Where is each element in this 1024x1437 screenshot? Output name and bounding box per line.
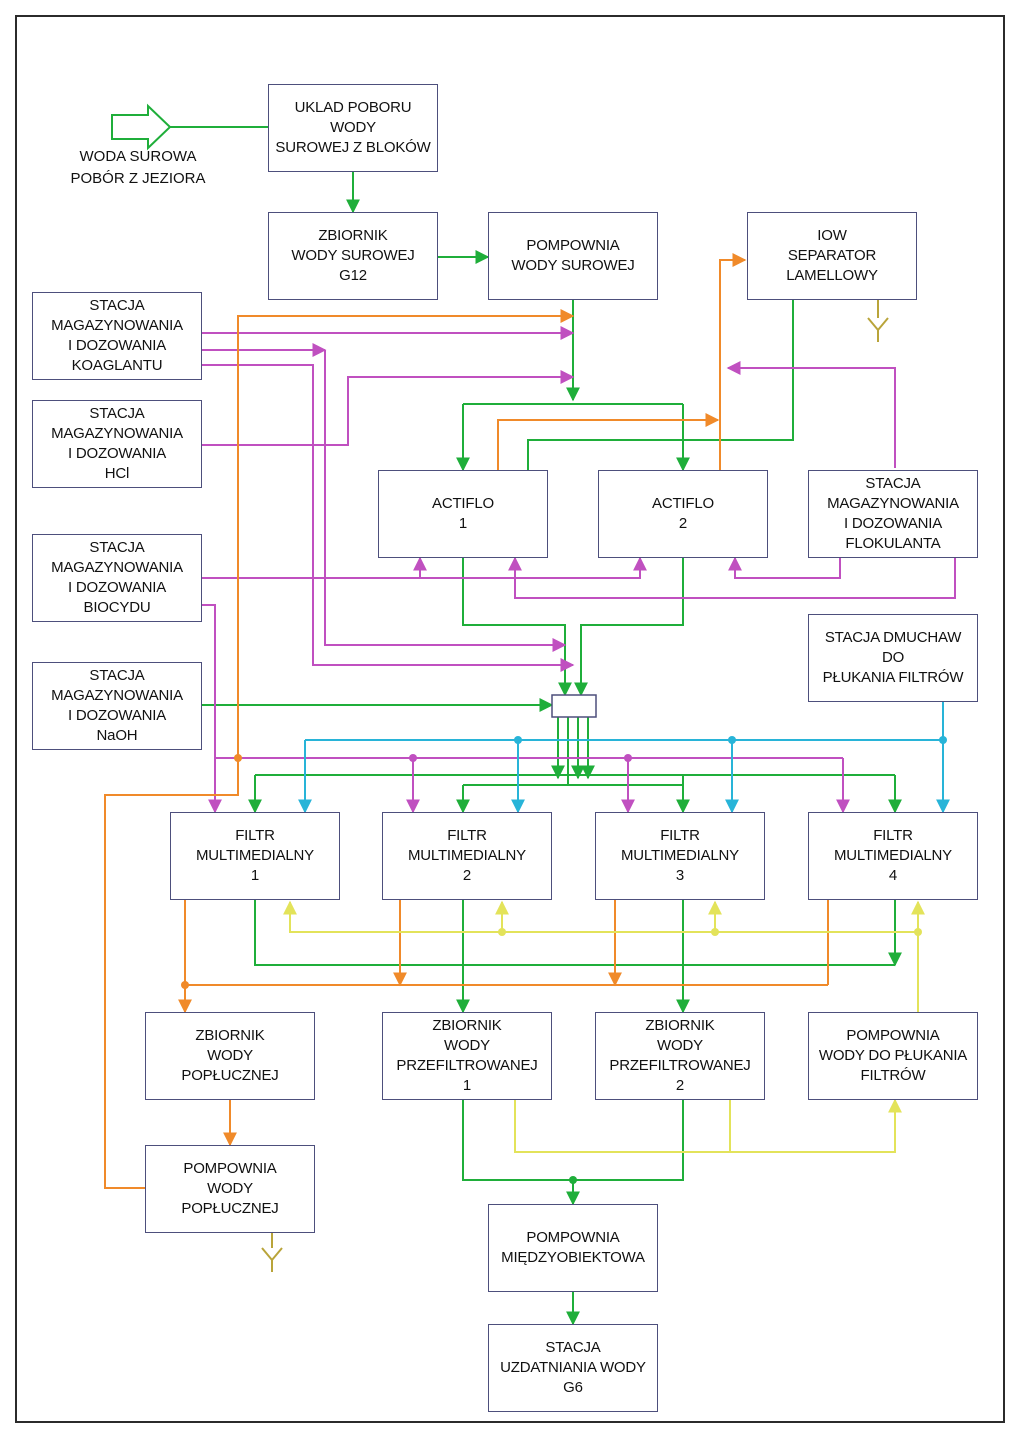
yellow-dot-2 — [711, 928, 719, 936]
block-interobject-pump: POMPOWNIA MIĘDZYOBIEKTOWA — [488, 1204, 658, 1292]
line-biocide-branch — [200, 604, 222, 814]
block-filter-1: FILTR MULTIMEDIALNY 1 — [170, 812, 340, 900]
block-backwash-water-pump: POMPOWNIA WODY POPŁUCZNEJ — [145, 1145, 315, 1233]
line-actiflo2-out — [574, 557, 684, 697]
block-actiflo-1: ACTIFLO 1 — [378, 470, 548, 558]
raw-water-source-label: WODA SUROWA POBÓR Z JEZIORA — [70, 148, 206, 187]
line-actiflo-to-separator-2 — [719, 253, 747, 470]
line-actiflo-to-separator-1 — [497, 413, 720, 470]
line-tank1-to-wash-pump — [514, 1098, 902, 1153]
line-biocide-dose-2 — [420, 556, 647, 579]
block-treatment-station-g6: STACJA UZDATNIANIA WODY G6 — [488, 1324, 658, 1412]
discharge-symbol-separator — [867, 317, 889, 342]
cyan-dot-1 — [939, 736, 947, 744]
line-coag-dose-3 — [200, 364, 575, 672]
block-biocide-station: STACJA MAGAZYNOWANIA I DOZOWANIA BIOCYDU — [32, 534, 202, 622]
diagram-frame — [15, 15, 1005, 1423]
cyan-dot-3 — [514, 736, 522, 744]
block-actiflo-2: ACTIFLO 2 — [598, 470, 768, 558]
line-wash-header — [283, 900, 918, 933]
yellow-dot-3 — [498, 928, 506, 936]
cyan-dot-2 — [728, 736, 736, 744]
line-filter1-out — [254, 900, 895, 966]
block-blower-station: STACJA DMUCHAW DO PŁUKANIA FILTRÓW — [808, 614, 978, 702]
line-floc-dose-b — [508, 556, 956, 599]
block-flocculant-station: STACJA MAGAZYNOWANIA I DOZOWANIA FLOKULA… — [808, 470, 978, 558]
line-tank1-out — [462, 1098, 573, 1181]
block-lamella-separator: IOW SEPARATOR LAMELLOWY — [747, 212, 917, 300]
distribution-manifold — [551, 694, 597, 718]
block-intake: UKLAD POBORU WODY SUROWEJ Z BLOKÓW — [268, 84, 438, 172]
block-naoh-station: STACJA MAGAZYNOWANIA I DOZOWANIA NaOH — [32, 662, 202, 750]
raw-water-source-arrow — [111, 103, 172, 151]
block-hcl-station: STACJA MAGAZYNOWANIA I DOZOWANIA HCl — [32, 400, 202, 488]
block-filter-4: FILTR MULTIMEDIALNY 4 — [808, 812, 978, 900]
magenta-dot-2 — [624, 754, 632, 762]
line-coag-dose-4 — [324, 350, 567, 652]
block-backwash-water-tank: ZBIORNIK WODY POPŁUCZNEJ — [145, 1012, 315, 1100]
yellow-dot-1 — [914, 928, 922, 936]
block-filtered-water-tank-1: ZBIORNIK WODY PRZEFILTROWANEJ 1 — [382, 1012, 552, 1100]
line-backwash-return — [104, 309, 575, 1189]
block-raw-water-tank-g12: ZBIORNIK WODY SUROWEJ G12 — [268, 212, 438, 300]
line-tank2-out — [573, 1098, 684, 1181]
line-floc-dose-a — [728, 556, 841, 579]
block-coagulant-station: STACJA MAGAZYNOWANIA I DOZOWANIA KOAGLAN… — [32, 292, 202, 380]
block-filter-wash-pump: POMPOWNIA WODY DO PŁUKANIA FILTRÓW — [808, 1012, 978, 1100]
line-floc-to-top — [726, 361, 896, 468]
block-filtered-water-tank-2: ZBIORNIK WODY PRZEFILTROWANEJ 2 — [595, 1012, 765, 1100]
magenta-dot-1 — [409, 754, 417, 762]
line-biocide-dose-1 — [200, 556, 427, 579]
orange-dot-1 — [181, 981, 189, 989]
discharge-symbol-backwash — [261, 1247, 283, 1272]
line-hcl-dose — [200, 370, 575, 446]
line-separator-return — [527, 300, 794, 470]
block-raw-water-pump: POMPOWNIA WODY SUROWEJ — [488, 212, 658, 300]
block-filter-2: FILTR MULTIMEDIALNY 2 — [382, 812, 552, 900]
orange-dot-2 — [234, 754, 242, 762]
block-filter-3: FILTR MULTIMEDIALNY 3 — [595, 812, 765, 900]
junction-dot-merge — [569, 1176, 577, 1184]
